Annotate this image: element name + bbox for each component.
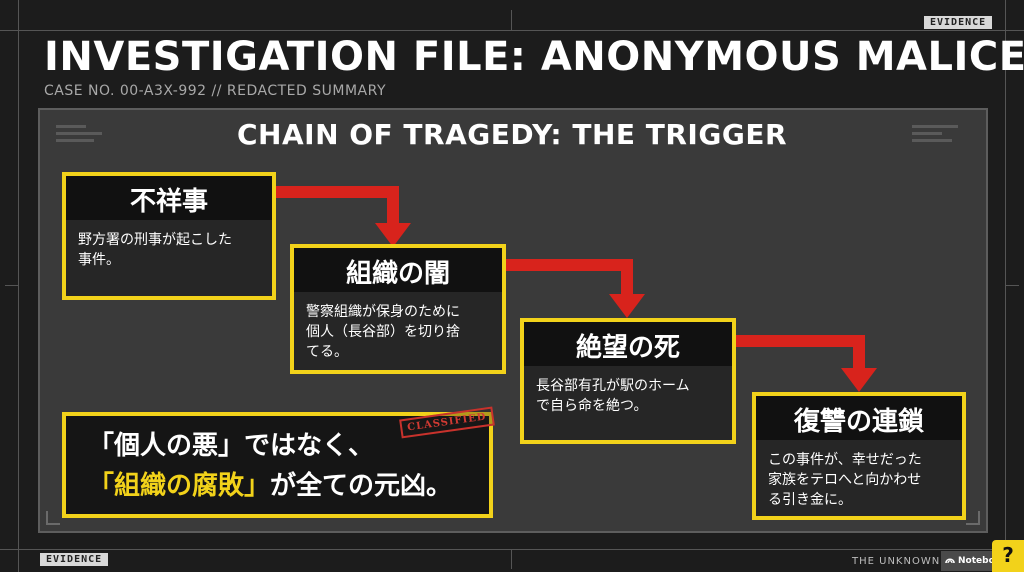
step-desc-line: この事件が、幸せだった: [768, 452, 922, 468]
evidence-tag-bottom: EVIDENCE: [40, 553, 109, 566]
evidence-tag-top: EVIDENCE: [924, 16, 993, 29]
step-desc-line: 長谷部有孔が駅のホーム: [536, 378, 690, 394]
arrow-step2-to-step3: [505, 259, 645, 318]
step-desc-line: 野方署の刑事が起こした: [78, 232, 232, 248]
arrow-step3-to-step4: [735, 335, 877, 392]
frame-line-top: [0, 30, 1024, 31]
summary-line-2-rest: が全ての元凶。: [270, 471, 453, 501]
frame-tick-vertical-bottom: [511, 549, 512, 569]
step-desc-line: 事件。: [78, 252, 120, 268]
help-badge[interactable]: ?: [992, 540, 1024, 572]
step-description: 野方署の刑事が起こした 事件。: [66, 220, 272, 270]
frame-tick-left: [5, 285, 19, 286]
case-number: CASE NO. 00-A3X-992 // REDACTED SUMMARY: [44, 83, 386, 99]
step-desc-line: 家族をテロへと向かわせ: [768, 472, 922, 488]
step-card-3: 絶望の死 長谷部有孔が駅のホーム で自ら命を絶つ。: [520, 318, 736, 444]
notebooklm-logo: NotebookLM: [941, 551, 1022, 571]
panel-corner-br: [966, 511, 980, 525]
step-title: 不祥事: [66, 176, 272, 220]
frame-tick-vertical: [511, 10, 512, 30]
summary-line-1: 「個人の悪」ではなく、: [88, 431, 375, 461]
step-desc-line: で自ら命を絶つ。: [536, 398, 648, 414]
step-title: 絶望の死: [524, 322, 732, 366]
step-title: 組織の闇: [294, 248, 502, 292]
step-card-1: 不祥事 野方署の刑事が起こした 事件。: [62, 172, 276, 300]
decor-lines-left: [56, 125, 102, 146]
frame-line-bottom: [0, 549, 1024, 550]
step-description: 警察組織が保身のために 個人（長谷部）を切り捨 てる。: [294, 292, 502, 362]
step-desc-line: 個人（長谷部）を切り捨: [306, 324, 460, 340]
step-desc-line: てる。: [306, 344, 348, 360]
frame-tick-right: [1005, 285, 1019, 286]
chain-title: CHAIN OF TRAGEDY: THE TRIGGER: [237, 118, 787, 151]
step-description: この事件が、幸せだった 家族をテロへと向かわせ る引き金に。: [756, 440, 962, 510]
frame-line-right: [1005, 0, 1006, 572]
notebooklm-icon: [945, 556, 955, 567]
step-title: 復讐の連鎖: [756, 396, 962, 440]
decor-lines-right: [912, 125, 958, 146]
summary-line-2: 「組織の腐敗」が全ての元凶。: [88, 466, 489, 506]
step-desc-line: 警察組織が保身のために: [306, 304, 460, 320]
step-desc-line: る引き金に。: [768, 492, 852, 508]
summary-callout: 「個人の悪」ではなく、 「組織の腐敗」が全ての元凶。: [62, 412, 493, 518]
footer-text: THE UNKNOWN: [852, 556, 941, 567]
frame-line-left: [18, 0, 19, 572]
arrow-step1-to-step2: [275, 186, 411, 247]
step-card-4: 復讐の連鎖 この事件が、幸せだった 家族をテロへと向かわせ る引き金に。: [752, 392, 966, 520]
step-description: 長谷部有孔が駅のホーム で自ら命を絶つ。: [524, 366, 732, 416]
panel-corner-bl: [46, 511, 60, 525]
summary-highlight: 「組織の腐敗」: [88, 471, 271, 501]
logo-text: NotebookLM: [958, 556, 1022, 566]
step-card-2: 組織の闇 警察組織が保身のために 個人（長谷部）を切り捨 てる。: [290, 244, 506, 374]
page-title: INVESTIGATION FILE: ANONYMOUS MALICE: [44, 34, 1024, 80]
